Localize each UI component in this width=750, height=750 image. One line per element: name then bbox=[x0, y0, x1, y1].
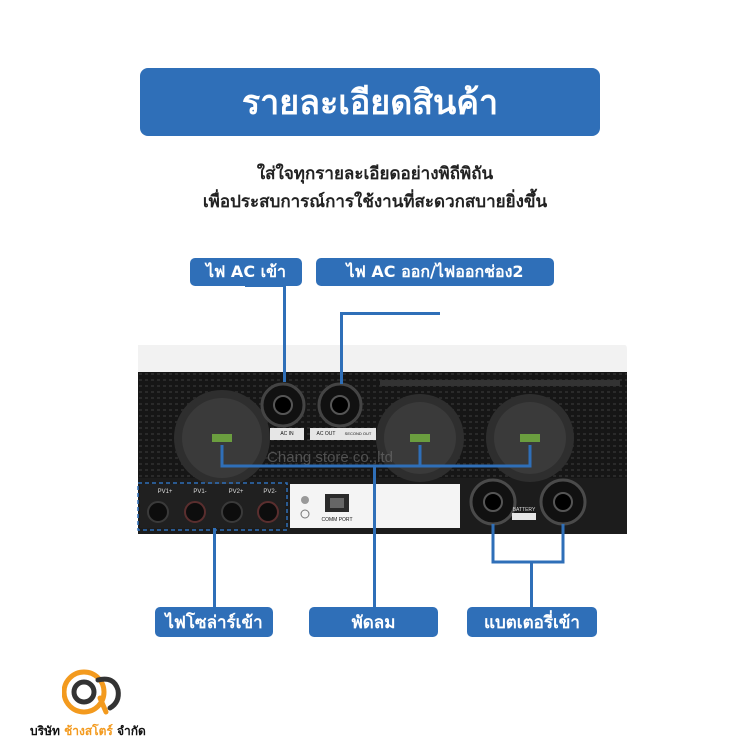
battery-vertical-connector bbox=[530, 562, 533, 610]
battery-panel-label: BATTERY bbox=[513, 507, 536, 513]
callout-battery-in: แบตเตอรี่เข้า bbox=[467, 607, 597, 637]
pv-label-2: PV1- bbox=[193, 489, 206, 495]
brand-name: บริษัท ช้างสโตร์ จำกัด bbox=[30, 722, 146, 741]
ac-out-panel-label: AC OUT bbox=[317, 431, 336, 437]
callout-solar-in: ไฟโซล่าร์เข้า bbox=[155, 607, 273, 637]
pv-label-4: PV2- bbox=[263, 489, 276, 495]
brand-logo-icon bbox=[62, 669, 121, 715]
subtitle-line-1: ใส่ใจทุกรายละเอียดอย่างพิถีพิถัน bbox=[256, 164, 494, 184]
page-title: รายละเอียดสินค้า bbox=[241, 83, 499, 123]
pv-label-1: PV1+ bbox=[158, 489, 173, 495]
ac-in-connector bbox=[283, 284, 286, 382]
callout-ac-in-text: ไฟ AC เข้า bbox=[205, 261, 287, 281]
callout-fan-text: พัดลม bbox=[351, 612, 396, 633]
solar-connector bbox=[213, 528, 216, 610]
callout-ac-out: ไฟ AC ออก/ไฟออกช่อง2 bbox=[316, 258, 554, 286]
ac-out-connector bbox=[340, 312, 343, 384]
subtitle-line-2: เพื่อประสบการณ์การใช้งานที่สะดวกสบายยิ่ง… bbox=[202, 192, 548, 212]
device-top-cover bbox=[138, 345, 627, 376]
brand-name-accent: ช้างสโตร์ bbox=[64, 724, 113, 738]
fan-vertical-connector bbox=[373, 466, 376, 610]
comm-port-label: COMM PORT bbox=[321, 517, 352, 523]
callout-solar-in-text: ไฟโซล่าร์เข้า bbox=[165, 612, 263, 633]
brand-prefix: บริษัท bbox=[30, 724, 60, 738]
pv-connectors: PV1+ PV1- PV2+ PV2- bbox=[147, 489, 279, 523]
brand-suffix: จำกัด bbox=[117, 724, 146, 738]
fan-connector-line bbox=[220, 445, 532, 468]
pv-label-3: PV2+ bbox=[229, 489, 244, 495]
callout-ac-out-text: ไฟ AC ออก/ไฟออกช่อง2 bbox=[346, 261, 524, 281]
second-out-panel-label: SECOND OUT bbox=[345, 431, 372, 436]
battery-connector-line bbox=[491, 524, 565, 564]
callout-fan: พัดลม bbox=[309, 607, 438, 637]
callout-battery-in-text: แบตเตอรี่เข้า bbox=[484, 612, 580, 633]
watermark: Chang store co.,ltd bbox=[267, 449, 393, 466]
callout-ac-in: ไฟ AC เข้า bbox=[190, 258, 302, 286]
page-title-banner: รายละเอียดสินค้า bbox=[140, 68, 600, 136]
ac-in-panel-label: AC IN bbox=[280, 431, 294, 437]
